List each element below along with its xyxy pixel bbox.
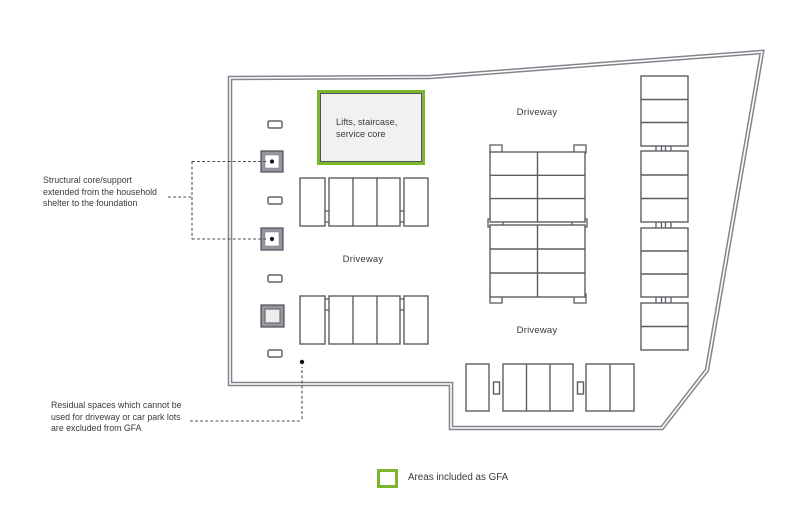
lifts-service-core-area: Lifts, staircase, service core [317,90,425,165]
parking-lots-left-upper [299,177,429,227]
residual-space-connector-line [190,359,305,422]
annotation-residual-line2: used for driveway or car park lots [51,411,181,422]
legend-gfa-swatch [377,469,398,488]
driveway-label-lower-right: Driveway [516,325,558,336]
annotation-structural-line3: shelter to the foundation [43,198,138,209]
structural-core-connector-lines [168,159,275,242]
residual-space-markers [267,120,283,358]
annotation-structural-line1: Structural core/support [43,175,132,185]
driveway-label-upper-right: Driveway [516,107,558,118]
driveway-label-left: Driveway [342,254,384,265]
parking-lots-left-lower [299,295,429,345]
parking-lots-bottom-row [465,363,635,412]
annotation-residual-line1: Residual spaces which cannot be [51,400,182,410]
legend-gfa-label: Areas included as GFA [408,472,509,483]
parking-lots-center-block [487,144,588,304]
parking-lots-right-column [640,75,689,351]
structural-core-large [260,304,285,328]
lifts-area-label-line2: service core [336,128,386,139]
annotation-residual-spaces: Residual spaces which cannot be used for… [51,400,182,435]
lifts-area-label-line1: Lifts, staircase, [336,116,398,127]
annotation-structural-line2: extended from the household [43,186,157,197]
annotation-structural-core: Structural core/support extended from th… [43,175,157,210]
annotation-residual-line3: are excluded from GFA [51,423,142,434]
